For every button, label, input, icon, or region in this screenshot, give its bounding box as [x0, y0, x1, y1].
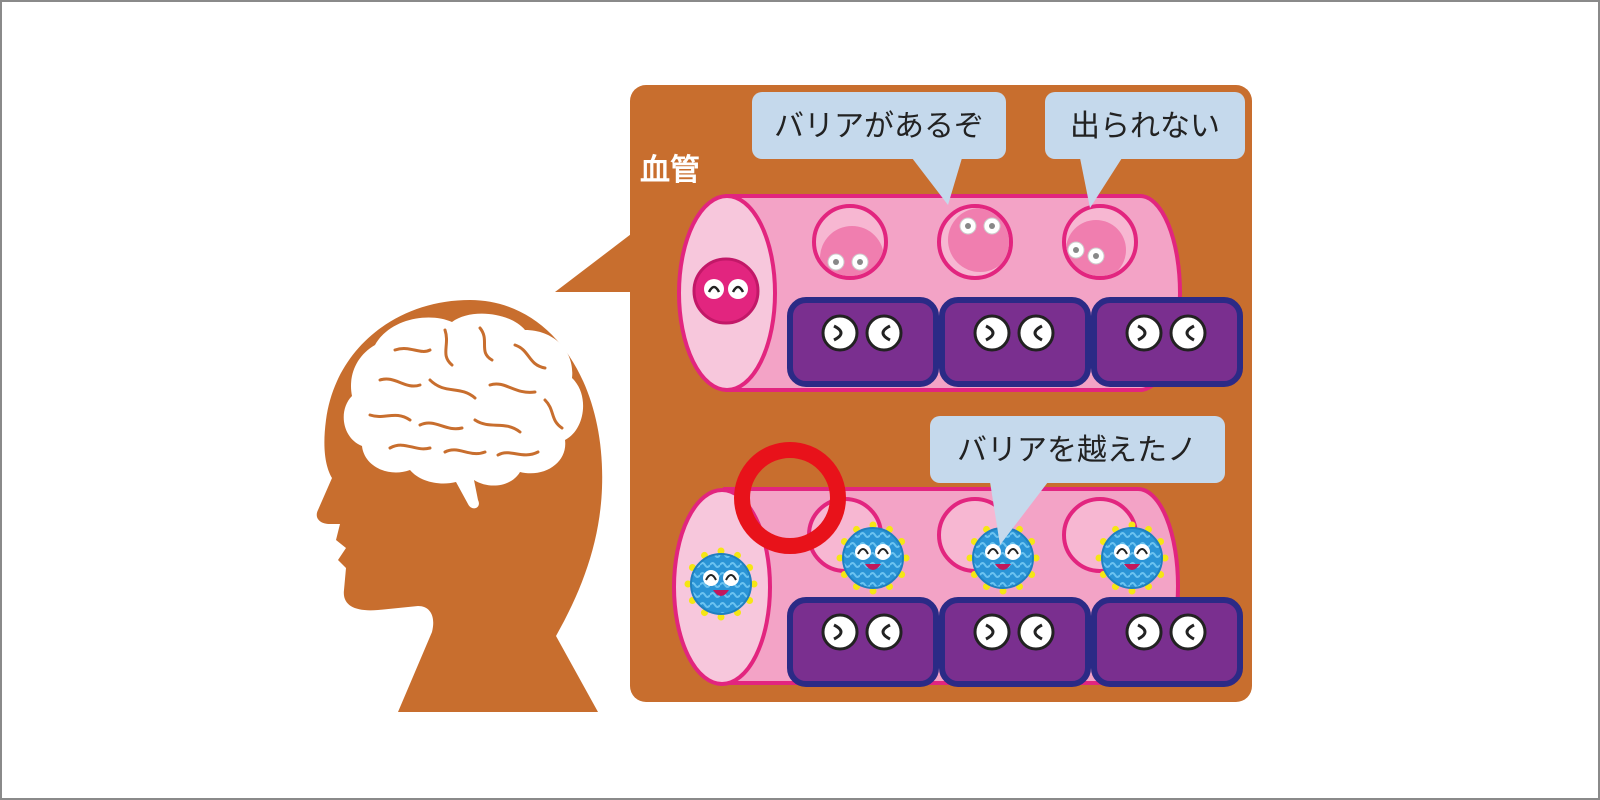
endothelial-cell — [787, 597, 939, 687]
speech-bubble-cannot-exit-text: 出られない — [1070, 109, 1220, 144]
endothelial-cells-top — [787, 297, 1243, 387]
endothelial-cell — [939, 297, 1091, 387]
endothelial-cell — [1091, 297, 1243, 387]
endothelial-cell — [939, 597, 1091, 687]
endothelial-cells-bottom — [787, 597, 1243, 687]
virus-particles — [684, 521, 1169, 621]
endothelial-cell — [1091, 597, 1243, 687]
brain-icon — [343, 313, 584, 509]
molecule-character-icon — [692, 257, 760, 325]
speech-bubble-crossed: バリアを越えたノ — [930, 416, 1225, 545]
vessel-label: 血管 — [640, 153, 700, 188]
virus-icon — [966, 521, 1040, 595]
virus-icon — [684, 547, 758, 621]
virus-icon — [1095, 521, 1169, 595]
ok-circle-mark — [734, 442, 846, 554]
speech-bubble-crossed-text: バリアを越えたノ — [957, 433, 1197, 468]
virus-icon — [836, 521, 910, 595]
speech-bubble-cannot-exit: 出られない — [1045, 92, 1245, 208]
speech-bubble-barrier-text: バリアがあるぞ — [774, 109, 984, 144]
blocked-molecule-2 — [948, 208, 1009, 272]
endothelial-cell — [787, 297, 939, 387]
speech-bubble-barrier: バリアがあるぞ — [752, 92, 1006, 205]
blocked-molecule-3 — [1066, 220, 1126, 276]
